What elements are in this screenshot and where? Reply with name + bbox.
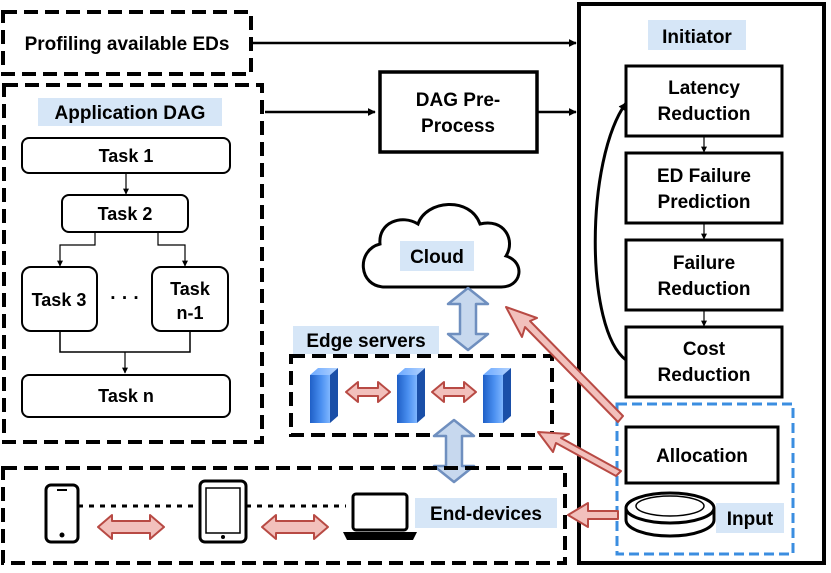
- edge-server-2-3-double-arrow: [431, 381, 477, 403]
- application-dag-title-bg: [38, 98, 222, 126]
- task-1-label: Task 1: [99, 146, 154, 166]
- task-n-1-label-line2: n-1: [177, 303, 204, 323]
- profiling-label: Profiling available EDs: [25, 34, 230, 55]
- latency-reduction-line1: Latency: [668, 78, 740, 99]
- failure-reduction-box: [624, 238, 784, 312]
- application-dag-title: Application DAG: [55, 103, 206, 124]
- cloud-node: Cloud: [361, 203, 521, 289]
- ed-failure-prediction-line2: Prediction: [658, 192, 751, 213]
- input-disk-icon: [624, 491, 716, 538]
- laptop-icon: [343, 492, 417, 540]
- tablet-icon: [198, 479, 248, 544]
- preprocess-label-line2: Process: [421, 116, 495, 137]
- edge-enddevices-double-arrow: [432, 418, 476, 484]
- input-label: Input: [727, 509, 774, 530]
- edge-server-icon-1: [310, 368, 338, 423]
- task-n-1-label-line1: Task: [170, 279, 211, 299]
- edge-servers-label: Edge servers: [306, 331, 425, 352]
- cost-reduction-line1: Cost: [683, 339, 726, 360]
- end-devices-label-bg: [415, 498, 557, 528]
- cloud-label-bg: [400, 241, 474, 271]
- smartphone-icon: [44, 483, 80, 544]
- task2-to-taskn1-arrow: [157, 232, 188, 267]
- latency-reduction-line2: Reduction: [658, 104, 751, 125]
- initiator-title: Initiator: [662, 27, 732, 48]
- latency-reduction-box: [624, 64, 784, 138]
- input-to-cloud-arrow: [505, 306, 624, 423]
- feedback-loop-arrow: [593, 102, 628, 362]
- edge-servers-box: [289, 354, 554, 437]
- task-2-node: [61, 194, 189, 233]
- end-devices-box: End-devices: [1, 466, 567, 565]
- task-n-node: [21, 374, 231, 418]
- input-to-enddevices-arrow: [567, 502, 619, 528]
- cloud-edge-double-arrow: [446, 286, 490, 352]
- initiator-panel: Initiator Latency Reduction ED Failure P…: [577, 2, 826, 565]
- application-dag-box: Application DAG Task 1 Task 2 Task 3 · ·…: [2, 83, 264, 444]
- edge-server-1-2-double-arrow: [345, 381, 391, 403]
- ed-failure-prediction-box: [624, 151, 784, 225]
- cost-reduction-box: [624, 325, 784, 399]
- phone-tablet-double-arrow: [97, 514, 165, 540]
- failure-reduction-line2: Reduction: [658, 279, 751, 300]
- edge-servers-label-bg: [293, 326, 439, 354]
- ed-failure-prediction-line1: ED Failure: [657, 166, 751, 187]
- input-to-edge-arrow: [537, 431, 622, 477]
- task-ellipsis: · · ·: [110, 288, 140, 309]
- task-2-label: Task 2: [98, 204, 153, 224]
- cost-reduction-line2: Reduction: [658, 365, 751, 386]
- profiling-box: Profiling available EDs: [1, 10, 253, 76]
- tablet-laptop-double-arrow: [261, 514, 329, 540]
- task2-to-task3-arrow: [57, 232, 96, 267]
- input-group-box: [615, 402, 795, 556]
- task-n-label: Task n: [98, 386, 154, 406]
- input-label-bg: [716, 503, 784, 533]
- preprocess-label-line1: DAG Pre-: [416, 90, 500, 111]
- edge-server-icon-3: [483, 368, 511, 423]
- task-3-label: Task 3: [32, 290, 87, 310]
- failure-reduction-line1: Failure: [673, 253, 735, 274]
- edge-server-icon-2: [397, 368, 425, 423]
- join-connector: [59, 331, 191, 353]
- dag-preprocess-box: DAG Pre- Process: [378, 70, 539, 154]
- initiator-title-bg: [648, 20, 746, 50]
- end-devices-label: End-devices: [430, 504, 542, 525]
- allocation-label: Allocation: [656, 446, 748, 467]
- allocation-box: [624, 425, 780, 485]
- cloud-label: Cloud: [410, 247, 464, 268]
